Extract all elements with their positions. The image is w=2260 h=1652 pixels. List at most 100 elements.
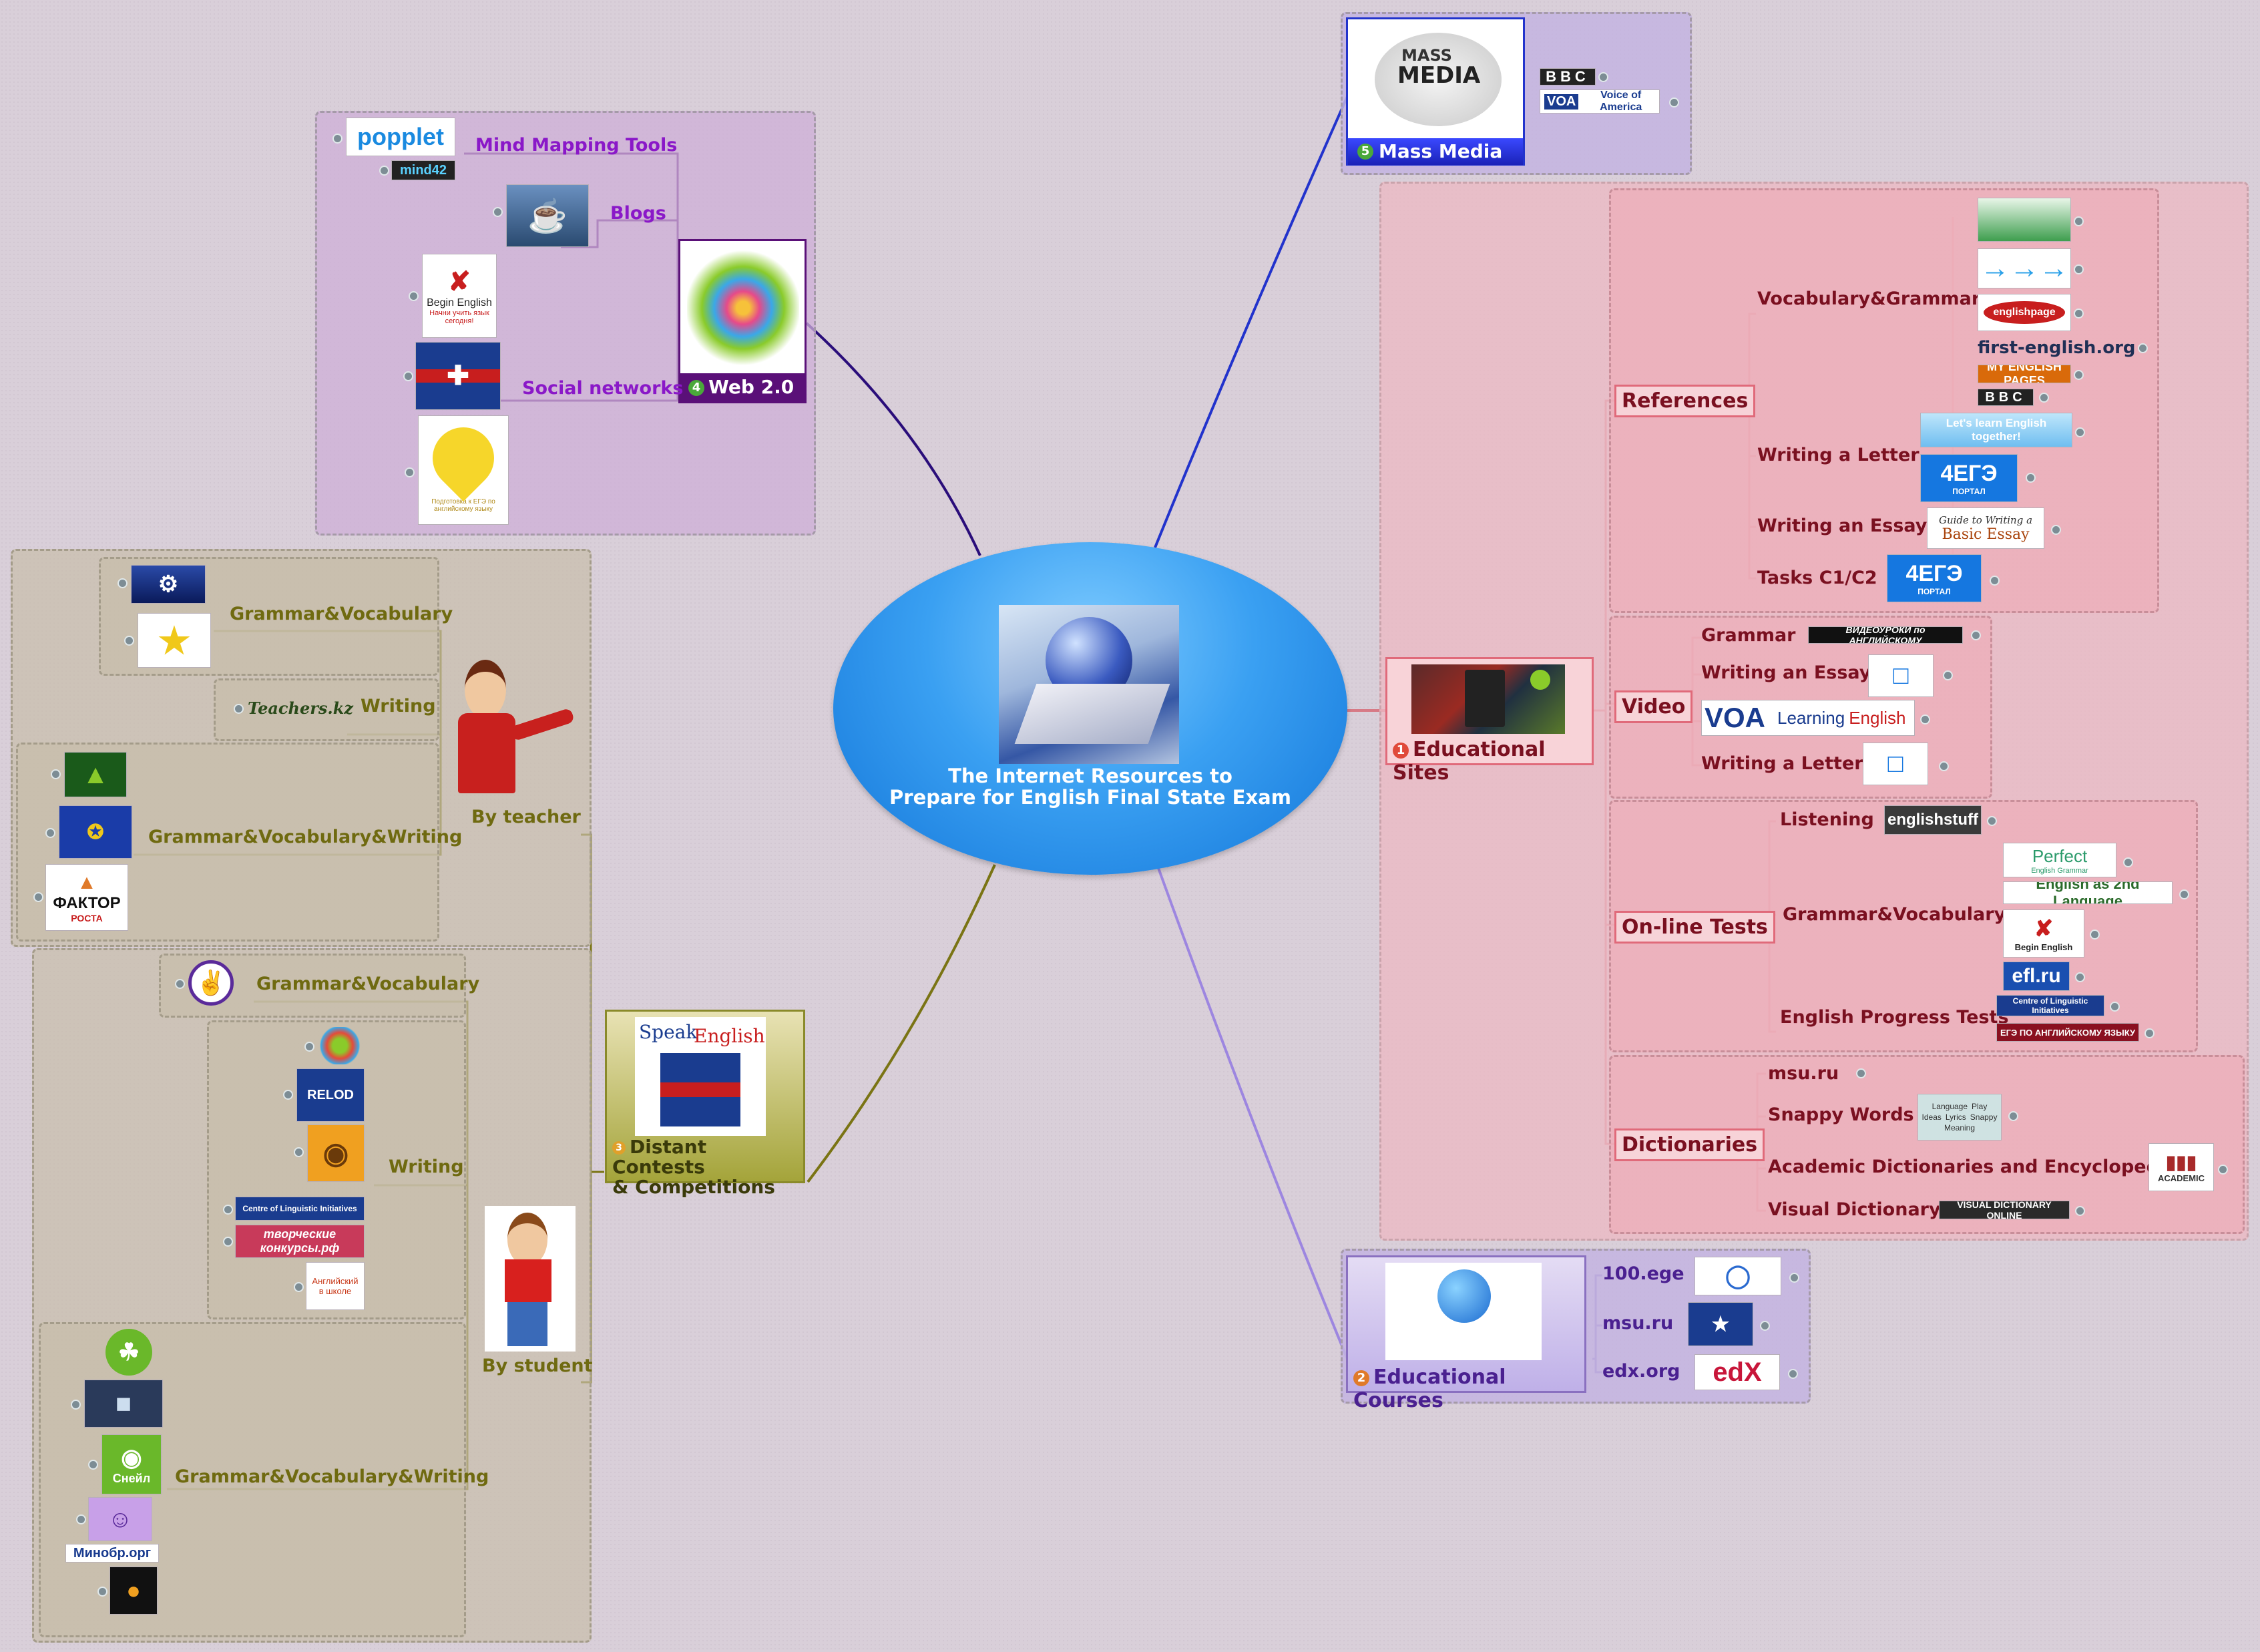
cli-logo[interactable]: Centre of Linguistic Initiatives (1996, 995, 2104, 1016)
voa-logo[interactable]: VOA Voice of America (1540, 89, 1660, 114)
mind42-logo[interactable]: mind42 (391, 160, 455, 180)
edx-label[interactable]: edx.org (1602, 1361, 1680, 1382)
efl-logo[interactable]: efl.ru (2003, 962, 2070, 991)
student-writing-label[interactable]: Writing (389, 1157, 464, 1177)
dictionaries-node[interactable]: Dictionaries (1614, 1128, 1765, 1161)
by-teacher-label[interactable]: By teacher (471, 807, 581, 827)
snappy-words-thumb[interactable]: Language Play Ideas Lyrics Snappy Meanin… (1917, 1094, 2002, 1141)
laptop-thumb-2[interactable]: □ (1863, 743, 1928, 785)
student-gvw-label[interactable]: Grammar&Vocabulary&Writing (175, 1466, 489, 1487)
snappy-label[interactable]: Snappy Words (1768, 1104, 1914, 1125)
academic-logo[interactable]: ▮▮▮ ACADEMIC (2149, 1143, 2214, 1191)
dot (2051, 525, 2061, 535)
dark-book-logo[interactable]: ● (109, 1567, 158, 1615)
msu-label[interactable]: msu.ru (1768, 1063, 1839, 1084)
purple-cartoon-logo[interactable]: ☺ (88, 1497, 152, 1541)
tree-logo-thumb[interactable]: ▲ (64, 752, 127, 797)
progress-tests-label[interactable]: English Progress Tests (1780, 1007, 2009, 1028)
basic-essay-thumb[interactable]: Guide to Writing a Basic Essay (1927, 507, 2044, 549)
mass-media-node[interactable]: MASS MEDIA 5 Mass Media (1346, 17, 1525, 166)
videouroki-logo[interactable]: ВИДЕОУРОКИ по АНГЛИЙСКОМУ (1808, 626, 1963, 644)
dot (2144, 1028, 2155, 1038)
blogs-label[interactable]: Blogs (610, 203, 666, 224)
relod-logo[interactable]: RELOD (296, 1068, 365, 1122)
englishstuff-logo[interactable]: englishstuff (1884, 805, 1982, 835)
writing-letter-label[interactable]: Writing a Letter (1757, 445, 1919, 465)
lets-learn-thumb[interactable]: Let's learn English together! (1920, 413, 2072, 447)
uk-map-thumb[interactable]: ✚ (415, 342, 501, 410)
dot (304, 1042, 314, 1052)
ege100-logo[interactable]: ◯ (1694, 1257, 1781, 1295)
video-grammar-label[interactable]: Grammar (1701, 625, 1796, 646)
learning-english-logo[interactable]: VOA Learning English (1701, 700, 1915, 736)
tests-node[interactable]: On-line Tests (1614, 911, 1775, 944)
cli-logo-student[interactable]: Centre of Linguistic Initiatives (235, 1197, 365, 1221)
ege-portal-logo-2[interactable]: 4ЕГЭ ПОРТАЛ (1887, 554, 1982, 602)
teacher-gv-label[interactable]: Grammar&Vocabulary (230, 604, 453, 624)
faktor-logo-thumb[interactable]: ▲ ФАКТОР РОСТА (45, 864, 128, 931)
green-apple-logo[interactable]: ☘ (105, 1329, 152, 1376)
dot (1788, 1369, 1798, 1379)
tvorcheskie-logo[interactable]: творческие конкурсы.рф (235, 1225, 365, 1258)
mind-mapping-label[interactable]: Mind Mapping Tools (475, 135, 678, 156)
first-english-link[interactable]: first-english.org (1978, 338, 2136, 358)
gear-logo-thumb[interactable]: ⚙ (131, 565, 206, 604)
pin-thumb[interactable]: Подготовка к ЕГЭ по английскому языку (418, 415, 509, 525)
angl-shkole-logo[interactable]: Английский в школе (306, 1262, 365, 1310)
student-gv-label[interactable]: Grammar&Vocabulary (256, 974, 480, 994)
arrows-thumb[interactable]: →→→ (1978, 248, 2071, 288)
tasks-label[interactable]: Tasks C1/C2 (1757, 568, 1877, 588)
academic-label[interactable]: Academic Dictionaries and Encyclopedias (1768, 1157, 2189, 1177)
ege-portal-logo[interactable]: 4ЕГЭ ПОРТАЛ (1920, 454, 2018, 502)
second-language-logo[interactable]: English as 2nd Language (2003, 881, 2173, 904)
student-figure[interactable] (485, 1206, 576, 1352)
visual-dictionary-logo[interactable]: VISUAL DICTIONARY ONLINE (1939, 1201, 2070, 1219)
msu-logo[interactable]: ★ (1688, 1302, 1753, 1346)
teacher-writing-label[interactable]: Writing (361, 696, 436, 716)
bbc-logo[interactable]: BBC (1540, 68, 1596, 85)
teacher-gvw-label[interactable]: Grammar&Vocabulary&Writing (148, 827, 463, 847)
ege100-label[interactable]: 100.ege (1602, 1263, 1684, 1284)
references-node[interactable]: References (1614, 385, 1756, 417)
owl-logo[interactable]: ◉ (307, 1124, 365, 1182)
writing-essay-label[interactable]: Writing an Essay (1757, 515, 1928, 536)
snappy-word: Language (1932, 1102, 1968, 1111)
video-writing-letter-label[interactable]: Writing a Letter (1701, 753, 1863, 774)
popplet-logo[interactable]: popplet (346, 118, 455, 156)
eu-logo-thumb[interactable]: ✪ (59, 805, 132, 859)
ege-eng-logo[interactable]: ЕГЭ ПО АНГЛИЙСКОМУ ЯЗЫКУ (1996, 1023, 2139, 1042)
laptop-thumb-1[interactable]: □ (1868, 654, 1934, 697)
listening-label[interactable]: Listening (1780, 809, 1874, 830)
blog-teacup-thumb[interactable]: ☕ (506, 184, 589, 247)
colorful-ball-logo[interactable] (318, 1027, 362, 1064)
dot (223, 1237, 233, 1247)
video-writing-essay-label[interactable]: Writing an Essay (1701, 662, 1871, 683)
sneil-logo[interactable]: ◉ Снейл (101, 1434, 162, 1494)
my-english-pages-logo[interactable]: MY ENGLISH PAGES (1978, 365, 2071, 383)
by-student-label[interactable]: By student (482, 1356, 593, 1376)
laptop-logo[interactable]: ■ (84, 1380, 163, 1428)
minobr-logo[interactable]: Минобр.орг (65, 1544, 159, 1563)
social-networks-label[interactable]: Social networks (522, 378, 684, 399)
green-building-thumb[interactable] (1978, 198, 2071, 242)
bbc-logo-ref[interactable]: BBC (1978, 389, 2034, 406)
vocab-grammar-label[interactable]: Vocabulary&Grammar (1757, 288, 1981, 309)
tests-gv-label[interactable]: Grammar&Vocabulary (1783, 904, 2006, 925)
perfect-grammar-logo[interactable]: Perfect English Grammar (2003, 843, 2116, 877)
englishpage-logo[interactable]: englishpage (1978, 294, 2071, 331)
edx-logo[interactable]: edX (1694, 1354, 1780, 1390)
visual-label[interactable]: Visual Dictionary (1768, 1199, 1941, 1220)
teachers-kz-logo[interactable]: Teachers.kz (247, 698, 354, 718)
star-logo-thumb[interactable]: ★ (138, 613, 211, 668)
video-node[interactable]: Video (1614, 690, 1693, 723)
begin-english-social[interactable]: ✘ Begin English Начни учить язык сегодня… (422, 254, 497, 338)
teacher-figure[interactable] (446, 653, 577, 805)
purple-circle-logo[interactable]: ✌ (188, 960, 234, 1006)
mass-media-number: 5 (1357, 144, 1373, 160)
msu-course-label[interactable]: msu.ru (1602, 1313, 1674, 1333)
begin-english-flag[interactable]: ✘ Begin English (2003, 909, 2084, 958)
